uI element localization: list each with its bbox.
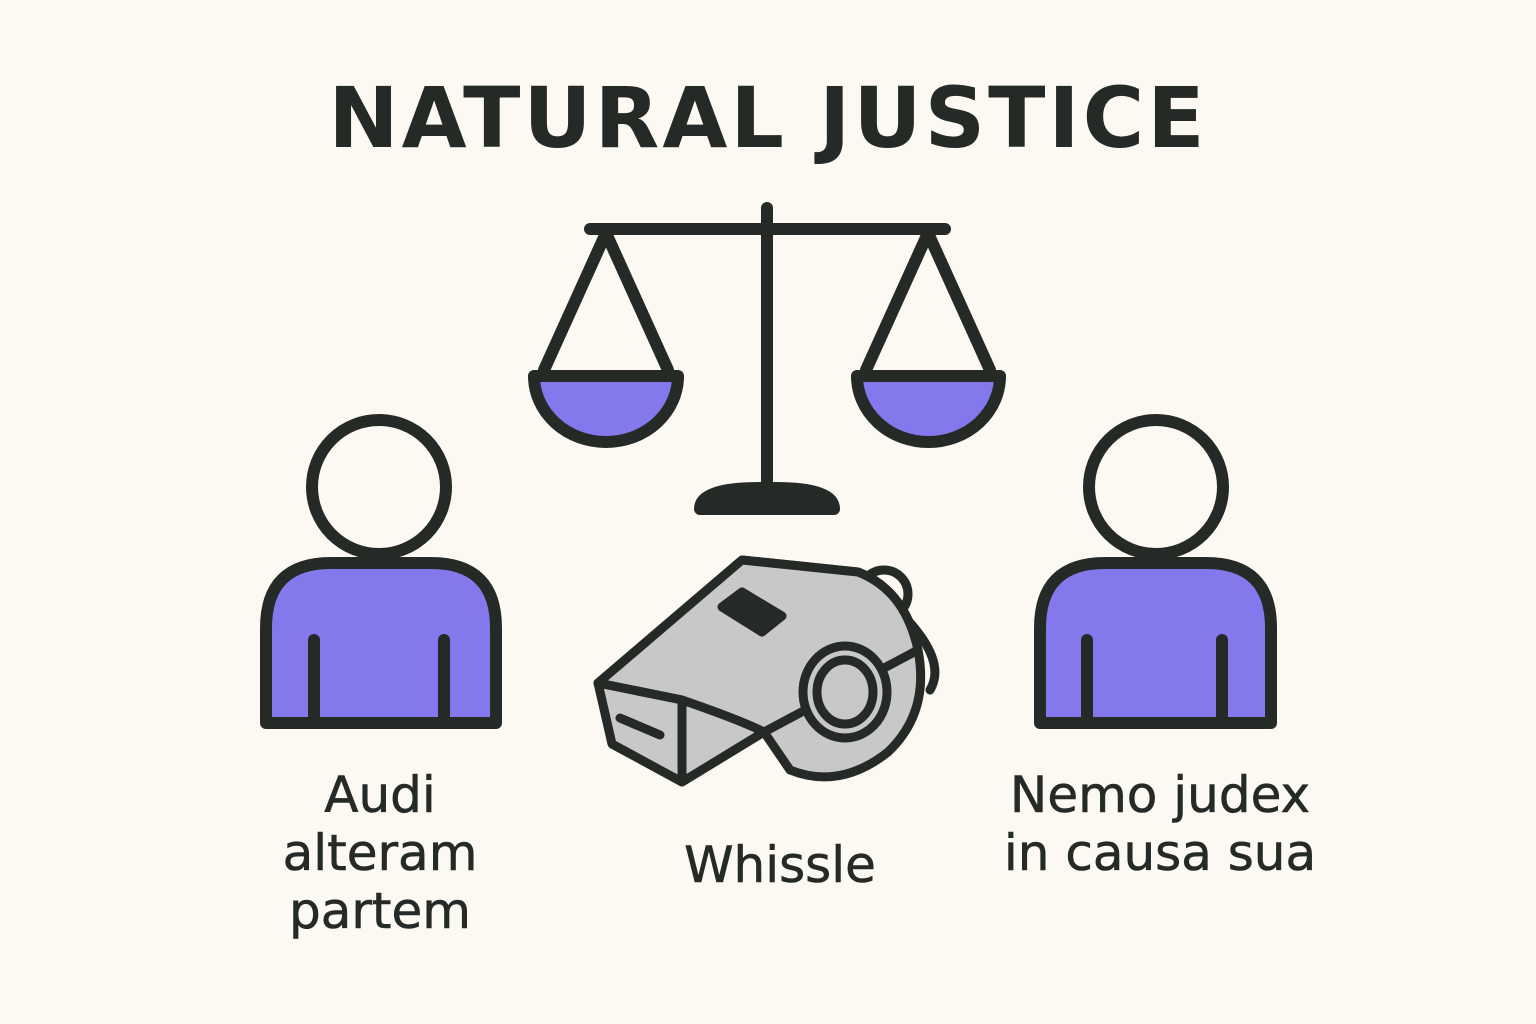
diagram-title: NATURAL JUSTICE [328,69,1208,167]
left-person-icon [260,414,502,729]
scales-of-justice-icon [528,202,1006,515]
whistle-label: Whissle [684,836,876,895]
nemo-judex-label: Nemo judex in causa sua [1003,766,1317,883]
right-person-icon [1034,414,1277,729]
audi-alteram-partem-label: Audi alteram partem [282,766,478,941]
whistle-icon [593,555,940,787]
